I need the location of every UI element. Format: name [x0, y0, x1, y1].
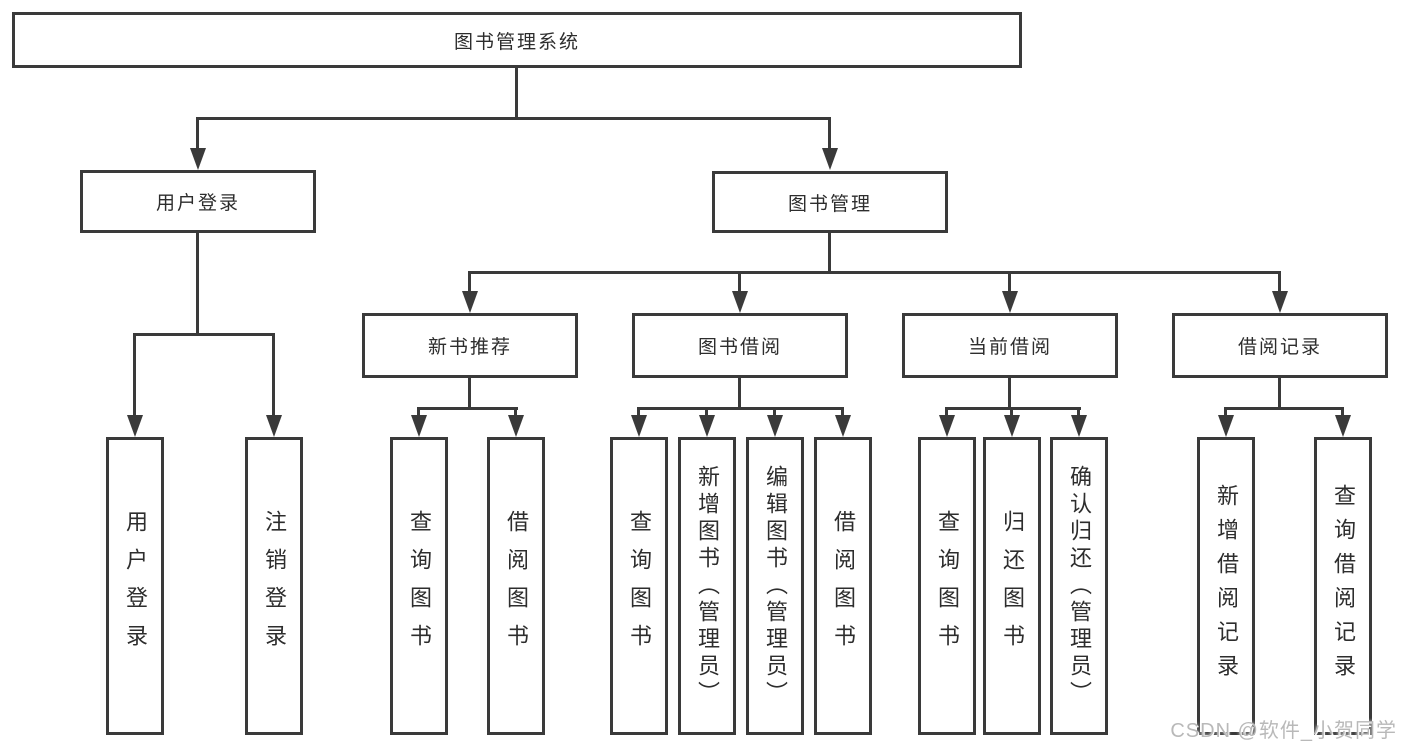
arrow-down-icon — [939, 415, 955, 437]
arrow-down-icon — [1272, 291, 1288, 313]
node-label: 查询图书 — [407, 510, 432, 662]
connector-line — [133, 333, 275, 336]
node-label: 查询借阅记录 — [1331, 484, 1356, 688]
node-book-management: 图书管理 — [712, 171, 948, 233]
node-label: 当前借阅 — [967, 337, 1052, 358]
node-query-books-1: 查询图书 — [390, 437, 448, 735]
arrow-down-icon — [1071, 415, 1087, 437]
arrow-down-icon — [822, 148, 838, 170]
connector-line — [945, 407, 1081, 410]
node-label: 借阅图书 — [504, 510, 529, 662]
connector-line — [468, 376, 471, 410]
node-label: 查询图书 — [627, 510, 652, 662]
node-label: 新书推荐 — [427, 337, 512, 358]
node-label: 新增图书（管理员） — [695, 464, 720, 708]
node-logout: 注销登录 — [245, 437, 303, 735]
arrow-down-icon — [1218, 415, 1234, 437]
node-query-borrow-record: 查询借阅记录 — [1314, 437, 1372, 735]
connector-line — [1278, 376, 1281, 410]
node-add-books-admin: 新增图书（管理员） — [678, 437, 736, 735]
node-label: 图书管理系统 — [453, 31, 580, 53]
connector-line — [945, 407, 948, 419]
connector-line — [196, 117, 199, 152]
connector-line — [515, 68, 518, 120]
arrow-down-icon — [190, 148, 206, 170]
node-label: 编辑图书（管理员） — [763, 464, 788, 708]
connector-line — [1341, 407, 1344, 419]
arrow-down-icon — [127, 415, 143, 437]
arrow-down-icon — [631, 415, 647, 437]
connector-line — [1224, 407, 1344, 410]
node-label: 图书借阅 — [697, 337, 782, 358]
node-new-book-recommendation: 新书推荐 — [362, 313, 578, 378]
connector-line — [1278, 271, 1281, 295]
node-label: 新增借阅记录 — [1214, 484, 1239, 688]
node-return-books: 归还图书 — [983, 437, 1041, 735]
node-current-borrowing: 当前借阅 — [902, 313, 1118, 378]
connector-line — [197, 117, 831, 120]
node-user-login: 用户登录 — [80, 170, 316, 233]
arrow-down-icon — [411, 415, 427, 437]
node-borrowing-records: 借阅记录 — [1172, 313, 1388, 378]
node-label: 查询图书 — [935, 510, 960, 662]
node-confirm-return-admin: 确认归还（管理员） — [1050, 437, 1108, 735]
connector-line — [417, 407, 518, 410]
connector-line — [417, 407, 420, 419]
node-library-management-system: 图书管理系统 — [12, 12, 1022, 68]
connector-line — [1008, 376, 1011, 410]
node-borrow-books-2: 借阅图书 — [814, 437, 872, 735]
connector-line — [1224, 407, 1227, 419]
connector-line — [637, 407, 844, 410]
arrow-down-icon — [462, 291, 478, 313]
arrow-down-icon — [508, 415, 524, 437]
connector-line — [1077, 407, 1080, 419]
connector-line — [1008, 271, 1011, 295]
node-label: 注销登录 — [262, 510, 287, 662]
connector-line — [828, 231, 831, 274]
connector-line — [514, 407, 517, 419]
connector-line — [738, 376, 741, 410]
arrow-down-icon — [732, 291, 748, 313]
connector-line — [637, 407, 640, 419]
node-book-borrowing: 图书借阅 — [632, 313, 848, 378]
connector-line — [828, 117, 831, 152]
node-label: 借阅记录 — [1237, 337, 1322, 358]
watermark: CSDN @软件_小贺同学 — [1170, 720, 1397, 742]
connector-line — [1010, 407, 1013, 419]
arrow-down-icon — [767, 415, 783, 437]
node-query-books-3: 查询图书 — [918, 437, 976, 735]
arrow-down-icon — [1004, 415, 1020, 437]
connector-line — [841, 407, 844, 419]
node-user-login-leaf: 用户登录 — [106, 437, 164, 735]
node-label: 归还图书 — [1000, 510, 1025, 662]
connector-line — [738, 271, 741, 295]
node-borrow-books-1: 借阅图书 — [487, 437, 545, 735]
node-label: 图书管理 — [787, 193, 872, 215]
connector-line — [773, 407, 776, 419]
node-label: 用户登录 — [155, 193, 240, 214]
arrow-down-icon — [266, 415, 282, 437]
arrow-down-icon — [699, 415, 715, 437]
arrow-down-icon — [1002, 291, 1018, 313]
arrow-down-icon — [835, 415, 851, 437]
node-label: 确认归还（管理员） — [1067, 464, 1092, 708]
connector-line — [196, 230, 199, 336]
node-edit-books-admin: 编辑图书（管理员） — [746, 437, 804, 735]
arrow-down-icon — [1335, 415, 1351, 437]
node-label: 借阅图书 — [831, 510, 856, 662]
connector-line — [272, 333, 275, 418]
node-label: 用户登录 — [123, 510, 148, 662]
connector-line — [468, 271, 471, 295]
connector-line — [468, 271, 1281, 274]
node-query-books-2: 查询图书 — [610, 437, 668, 735]
connector-line — [133, 333, 136, 418]
node-add-borrow-record: 新增借阅记录 — [1197, 437, 1255, 735]
connector-line — [705, 407, 708, 419]
